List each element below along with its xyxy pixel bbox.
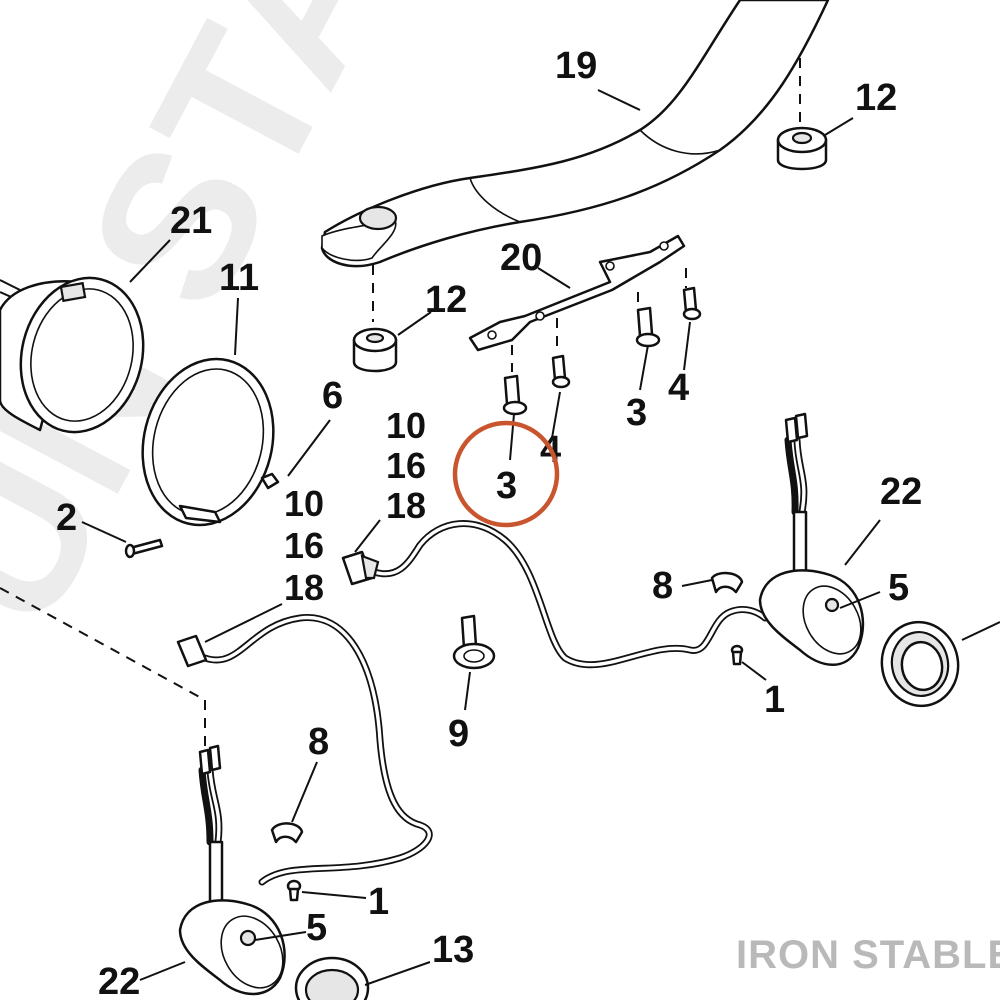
- callout-12-middle: 12: [425, 279, 467, 321]
- callout-10-left: 10: [284, 483, 324, 524]
- callout-10-top: 10: [386, 405, 426, 446]
- riser-nut-middle: [352, 327, 398, 373]
- highlight-circle: [452, 420, 560, 528]
- headlamp: [0, 276, 145, 434]
- callout-5-left: 5: [306, 907, 327, 949]
- small-nut: [260, 472, 280, 490]
- riser-nut-top: [776, 126, 828, 171]
- turn-signal-left: [178, 744, 286, 996]
- callout-13: 13: [432, 929, 474, 971]
- left-harness: [176, 614, 433, 886]
- trim-ring: [141, 357, 275, 527]
- brand-logo: IRON STABLE: [736, 933, 1000, 977]
- wire-clip-left: [270, 822, 304, 844]
- handlebar: [320, 0, 830, 268]
- callout-19: 19: [555, 45, 597, 87]
- callout-12-top: 12: [855, 77, 897, 119]
- callout-2: 2: [56, 497, 77, 539]
- trim-screw: [124, 538, 164, 559]
- callout-21: 21: [170, 200, 212, 242]
- callout-1-left: 1: [368, 881, 389, 923]
- callout-3-bracket: 3: [626, 392, 647, 434]
- wire-clip-right: [710, 571, 744, 594]
- callout-5-right: 5: [888, 567, 909, 609]
- lens-ring-right: [880, 620, 960, 708]
- bracket-screws: [502, 286, 702, 416]
- leader-lines: [81, 89, 1000, 986]
- callout-8-left: 8: [308, 721, 329, 763]
- assembly-lines: [0, 40, 801, 748]
- callout-18-top: 18: [386, 485, 426, 526]
- callout-4-bracket: 4: [668, 367, 689, 409]
- small-screw-left: [286, 879, 302, 902]
- small-screw-right: [730, 644, 744, 666]
- turn-signal-right: [758, 412, 865, 666]
- right-harness: [341, 520, 769, 669]
- callout-16-top: 16: [386, 445, 426, 486]
- lens-ring-left: [294, 956, 370, 1000]
- callout-18-left: 18: [284, 567, 324, 608]
- callout-8-right: 8: [652, 565, 673, 607]
- callout-1-right: 1: [764, 679, 785, 721]
- callout-3-highlighted: 3: [496, 465, 517, 507]
- callout-6: 6: [322, 375, 343, 417]
- callout-20: 20: [500, 237, 542, 279]
- callout-11: 11: [219, 257, 259, 299]
- highlighted-callout[interactable]: 3: [452, 420, 560, 528]
- callout-9: 9: [448, 713, 469, 755]
- callouts: 19 12 21 11 20 12 6 10 16 18 3 4 4 2 10 …: [56, 45, 922, 1000]
- callout-22-left: 22: [98, 961, 140, 1000]
- mounting-bracket: [468, 234, 686, 352]
- callout-22-right: 22: [880, 471, 922, 513]
- callout-16-left: 16: [284, 525, 324, 566]
- wire-clamp: [452, 614, 496, 670]
